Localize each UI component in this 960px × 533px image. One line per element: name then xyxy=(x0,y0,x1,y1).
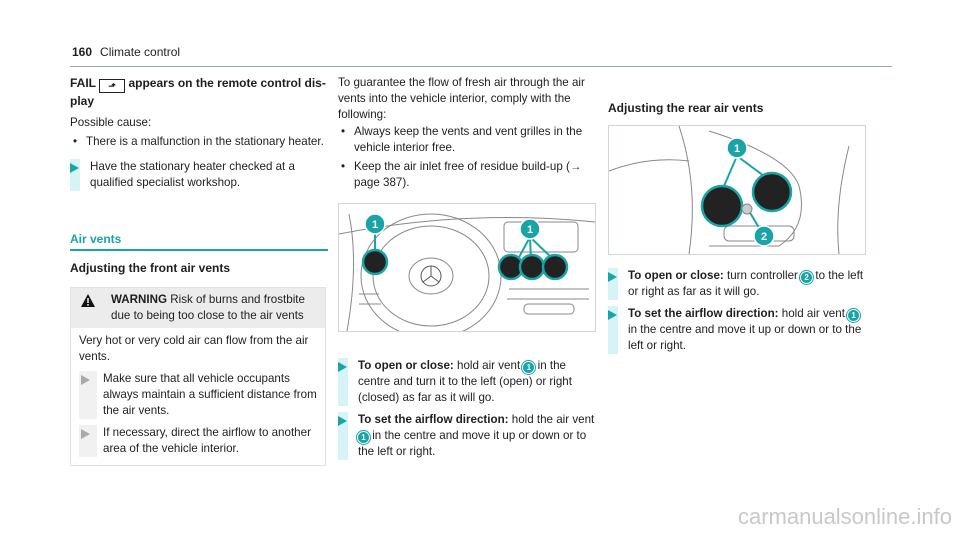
arrow-icon xyxy=(70,163,79,173)
front-vents-heading: Adjusting the front air vents xyxy=(70,260,231,275)
column-3: Adjusting the rear air vents 1 2 To open… xyxy=(608,100,866,354)
rear-vents-illustration: 1 2 xyxy=(608,125,866,255)
callout-1: 1 xyxy=(523,362,535,373)
warning-box: WARNING Risk of burns and frostbite due … xyxy=(70,286,326,466)
warning-step: Make sure that all vehicle occupants alw… xyxy=(79,370,317,419)
rear-console-drawing: 1 2 xyxy=(608,125,850,255)
intro-text: To guarantee the flow of fresh air throu… xyxy=(338,76,585,121)
callout-1: 1 xyxy=(372,219,378,231)
callout-2: 2 xyxy=(761,231,767,243)
section-divider xyxy=(70,249,328,251)
cause-bullet: There is a malfunction in the stationary… xyxy=(70,134,328,150)
warning-header: WARNING Risk of burns and frostbite due … xyxy=(71,287,325,328)
column-2: To guarantee the flow of fresh air throu… xyxy=(338,75,596,460)
open-close-step: To open or close: hold air vent 1 in the… xyxy=(338,358,596,406)
action-step: Have the stationary heater checked at a … xyxy=(70,159,328,191)
page-number: 160 xyxy=(72,45,93,59)
wrench-icon: ⬏ xyxy=(99,79,126,93)
airflow-step: To set the airflow direction: hold air v… xyxy=(608,306,866,354)
airflow-step: To set the airflow direction: hold the a… xyxy=(338,412,596,460)
possible-cause-label: Possible cause: xyxy=(70,116,152,129)
column-1: FAIL ⬏ appears on the remote control dis… xyxy=(70,75,328,466)
bullet-item: Always keep the vents and vent grilles i… xyxy=(338,124,596,156)
callout-1: 1 xyxy=(527,224,533,236)
header-divider xyxy=(70,66,892,67)
dashboard-drawing: 1 1 xyxy=(338,213,596,339)
section-title: Air vents xyxy=(70,232,122,246)
bullet-item: Keep the air inlet free of residue build… xyxy=(338,159,596,191)
warning-triangle-icon xyxy=(81,293,95,307)
open-close-step: To open or close: turn controller 2 to t… xyxy=(608,268,866,300)
section-name: Climate control xyxy=(100,45,181,59)
watermark: carmanualsonline.info xyxy=(737,504,952,529)
callout-1: 1 xyxy=(358,432,369,443)
callout-2: 2 xyxy=(801,272,813,283)
warning-body: Very hot or very cold air can flow from … xyxy=(79,333,309,363)
rear-vents-heading: Adjusting the rear air vents xyxy=(608,101,764,115)
fail-heading: FAIL ⬏ appears on the remote control dis… xyxy=(70,76,326,108)
callout-1: 1 xyxy=(734,143,740,155)
callout-1: 1 xyxy=(848,310,860,321)
warning-step: If necessary, direct the airflow to anot… xyxy=(79,424,317,457)
page-header: 160 Climate control xyxy=(72,44,180,60)
front-vents-illustration: 1 1 xyxy=(338,203,596,339)
